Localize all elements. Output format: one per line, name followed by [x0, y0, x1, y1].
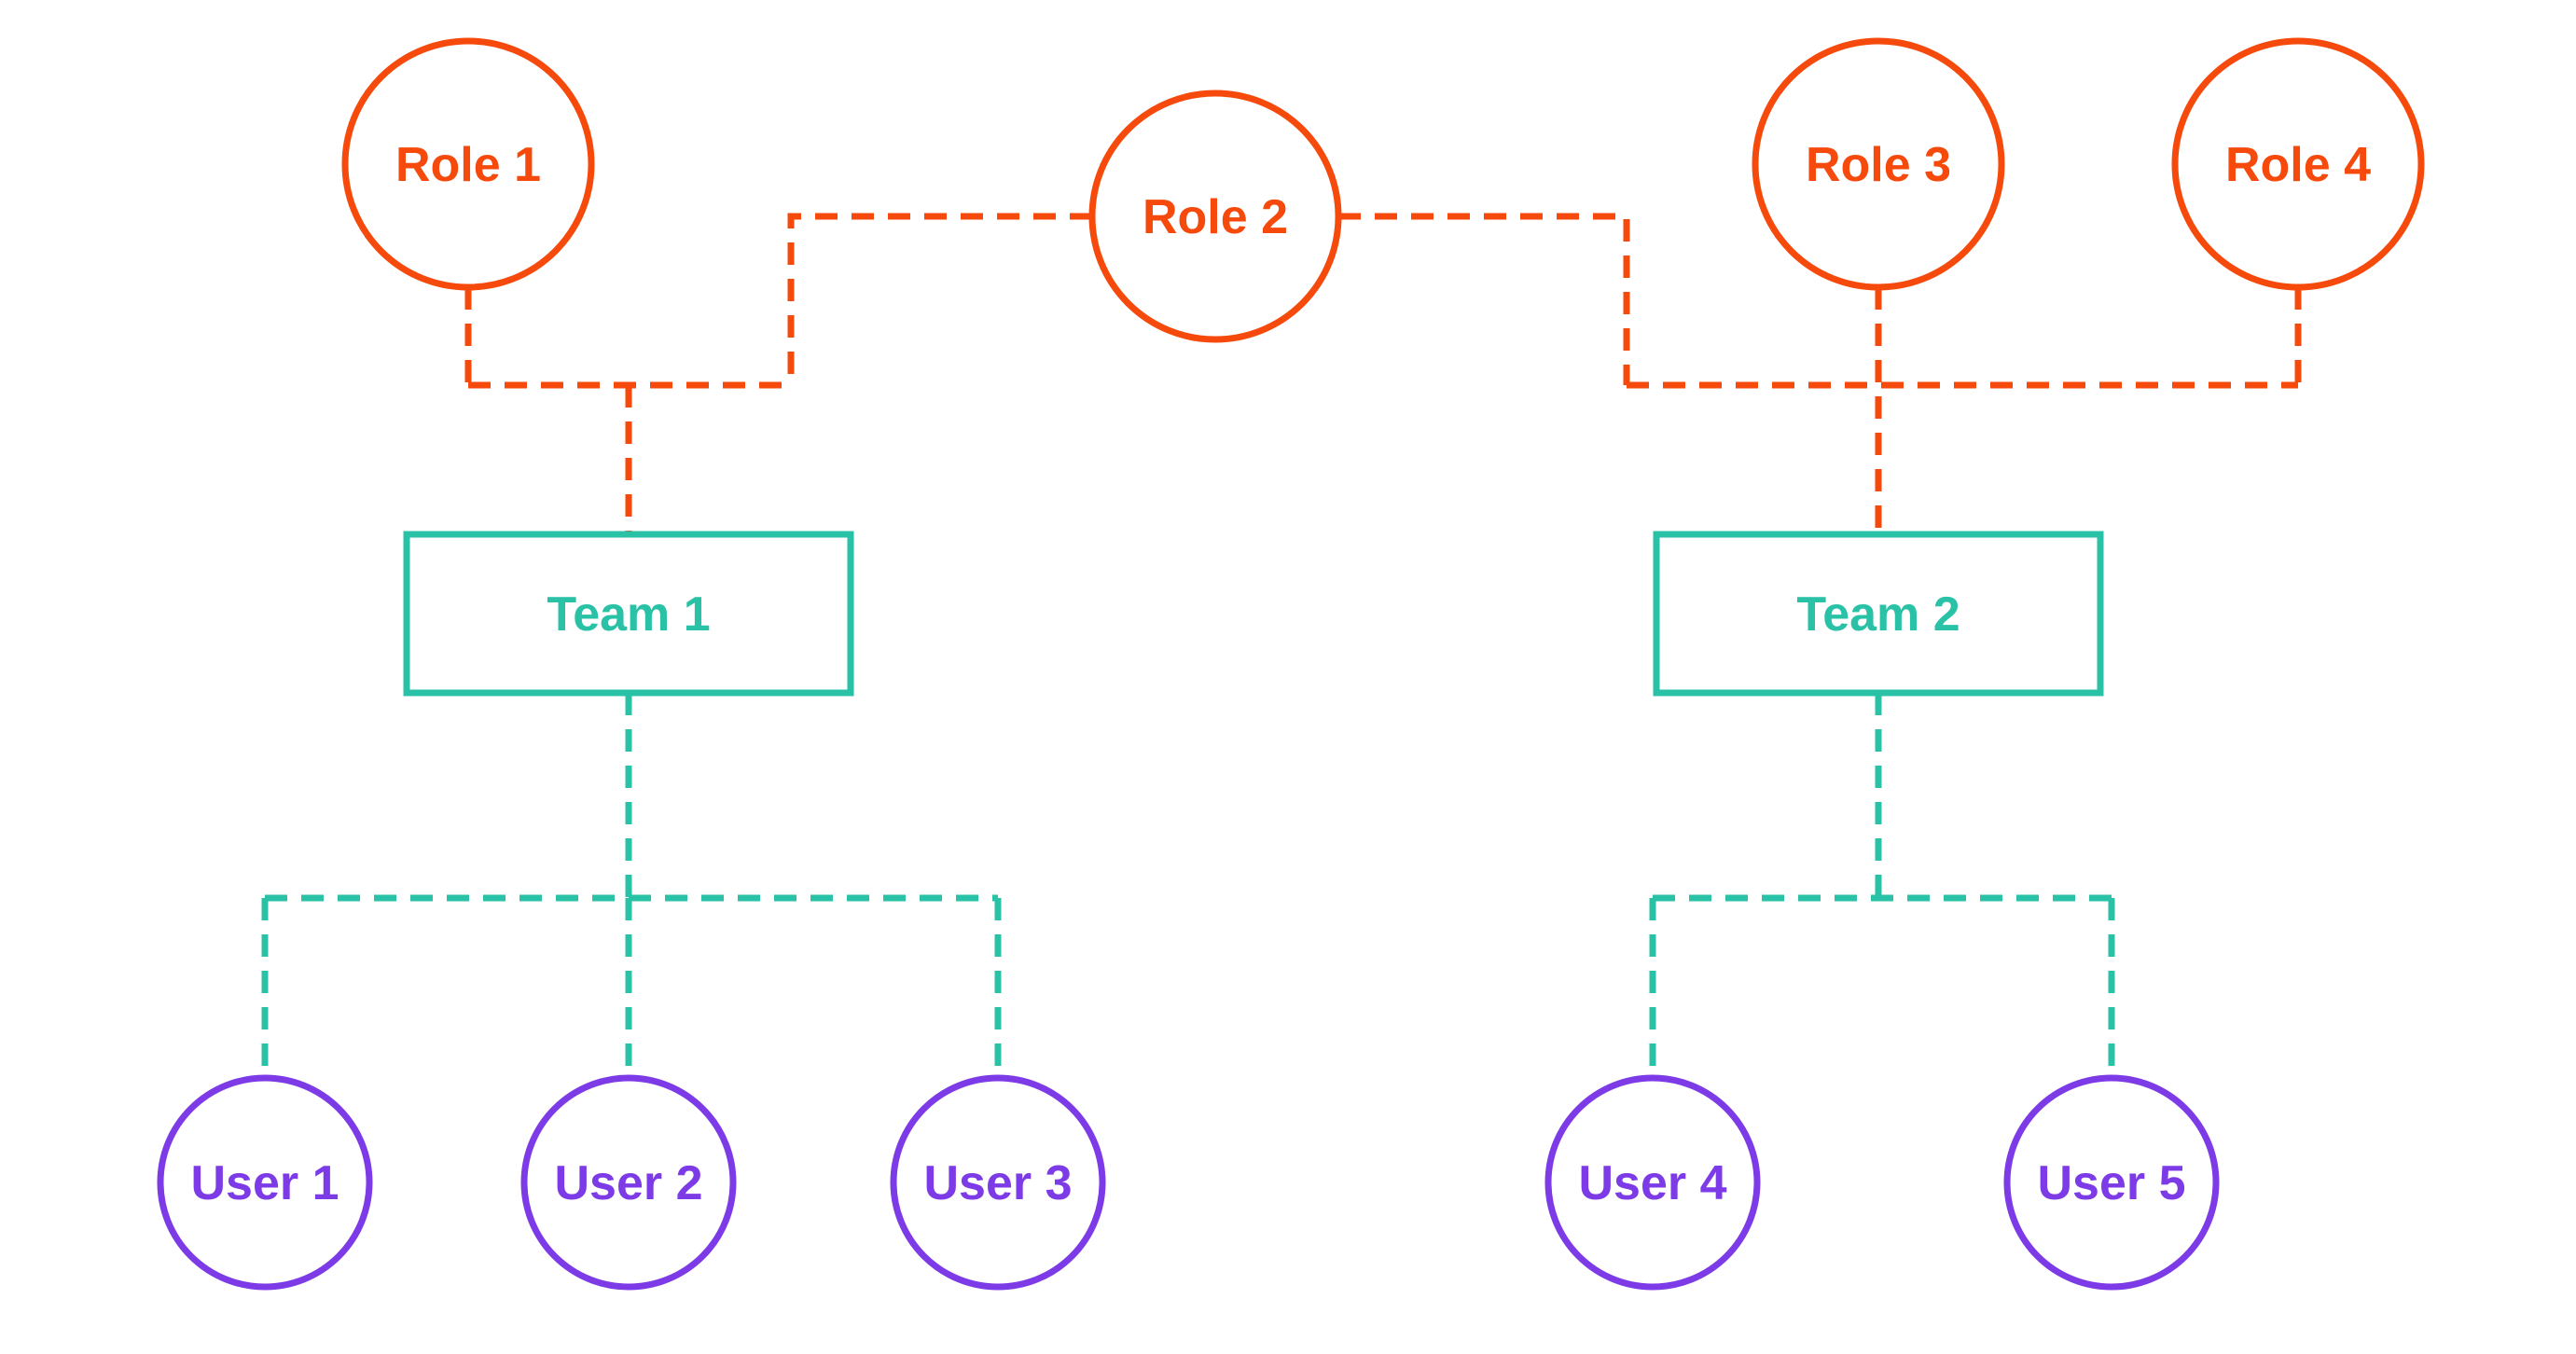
user-3-node	[890, 1074, 1106, 1291]
user-nodes: User 1 User 2 User 3 User 4 User 5	[157, 1074, 2220, 1291]
role-4-node	[2171, 37, 2425, 291]
user-2-label: User 2	[555, 1156, 703, 1210]
team-1-node	[403, 531, 854, 697]
user-3-label: User 3	[924, 1156, 1073, 1210]
team-2-label: Team 2	[1796, 587, 1960, 642]
user-5-label: User 5	[2038, 1156, 2186, 1210]
role-nodes: Role 1 Role 2 Role 3 Role 4	[341, 37, 2425, 343]
edge-role2-left-route	[787, 213, 1092, 385]
user-2-node	[520, 1074, 737, 1291]
team-2-node	[1653, 531, 2104, 697]
user-1-label: User 1	[191, 1156, 339, 1210]
team-user-edges	[261, 693, 2115, 1078]
role-3-label: Role 3	[1806, 138, 1951, 192]
role-1-node	[341, 37, 595, 291]
user-1-node	[157, 1074, 373, 1291]
role-3-node	[1752, 37, 2005, 291]
edge-role2-right-route	[1338, 213, 1630, 385]
team-nodes: Team 1 Team 2	[403, 531, 2104, 697]
user-4-label: User 4	[1579, 1156, 1727, 1210]
role-2-node	[1088, 90, 1342, 343]
role-2-label: Role 2	[1143, 190, 1288, 244]
user-4-node	[1544, 1074, 1761, 1291]
team-1-label: Team 1	[547, 587, 710, 642]
user-5-node	[2003, 1074, 2220, 1291]
role-4-label: Role 4	[2225, 138, 2371, 192]
role-1-label: Role 1	[395, 138, 541, 192]
role-team-edges	[464, 213, 2302, 534]
